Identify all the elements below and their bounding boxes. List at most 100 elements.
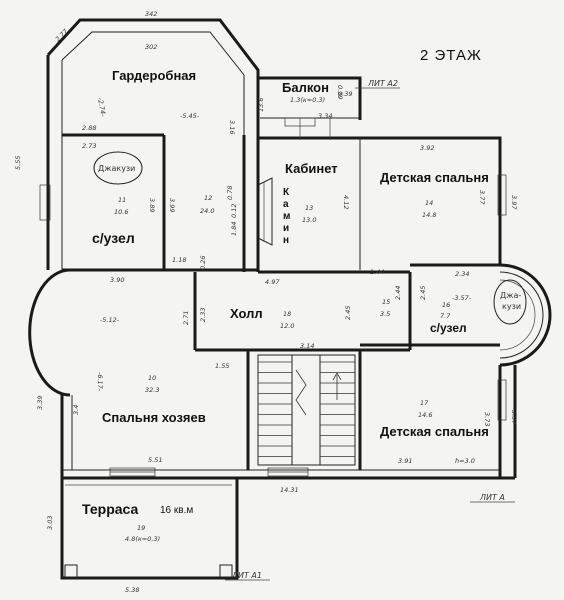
small15-num: 15 [382, 298, 390, 306]
wc2-dim: -3.57- [452, 294, 472, 302]
room-kids1-name: Детская спальня [380, 170, 489, 185]
dim-184: 1.84 [230, 222, 238, 236]
dim-271: 2.71 [182, 311, 190, 325]
dim-136: 13.6 [257, 98, 265, 112]
dim-397b: 3.97 [510, 410, 518, 425]
dim-1431: 14.31 [280, 486, 299, 494]
kids1-num: 14 [425, 199, 433, 207]
wardrobe-area: 24.0 [200, 207, 214, 215]
room-cabinet-name: Кабинет [285, 161, 338, 176]
room-wc2-name: с/узел [430, 321, 467, 335]
dim-397: 3.97 [510, 195, 518, 210]
dim-288: 2.88 [82, 124, 96, 132]
wardrobe-num: 12 [204, 194, 212, 202]
fireplace-label: К а м и н [283, 187, 290, 246]
terrace-size: 16 кв.м [160, 505, 193, 516]
dim-377: 3.77 [478, 190, 486, 205]
dim-390: 3.90 [110, 276, 124, 284]
room-wardrobe-name: Гардеробная [112, 68, 196, 83]
dim-244: 2.44 [394, 286, 402, 300]
balcony-sub: 1.3(к=0.3) [290, 96, 325, 104]
dim-34: 3.4 [72, 405, 80, 415]
kids2-area: 14.6 [418, 411, 432, 419]
room-kids2-name: Детская спальня [380, 424, 489, 439]
window-marks [39, 117, 507, 477]
jacuzzi2-line2: кузи [502, 302, 521, 311]
wc2-num: 16 [442, 301, 450, 309]
master-area: 32.3 [145, 386, 159, 394]
dim-334: 3.34 [318, 112, 332, 120]
dim-245b: 2.45 [344, 306, 352, 320]
dim-118: 1.18 [172, 256, 186, 264]
interior-walls [62, 133, 500, 470]
dim-012: 0.12 [230, 204, 238, 218]
dim-399: 3.99 [168, 198, 176, 212]
cabinet-num: 13 [305, 204, 313, 212]
dim-538: 5.38 [125, 586, 139, 594]
dim-314: 3.14 [300, 342, 314, 350]
terrace-area: 4.8(к=0.3) [125, 535, 160, 543]
dim-078: 0.78 [226, 186, 234, 200]
wc1-area: 10.6 [114, 208, 128, 216]
room-balcony-name: Балкон [282, 80, 329, 95]
wc1-num: 11 [118, 196, 126, 204]
fireplace-letter-2: а [283, 199, 289, 210]
stairs-arrow-head [332, 372, 342, 381]
dim-302: 302 [145, 43, 157, 51]
fireplace-letter-5: н [283, 235, 289, 246]
dim-273: 2.73 [82, 142, 96, 150]
jacuzzi1-name: Джакузи [98, 164, 135, 173]
master-dim1: -5.12- [100, 316, 120, 324]
dim-303: 3.03 [46, 516, 54, 530]
dim-551: 5.51 [148, 456, 162, 464]
dim-316: 3.16 [228, 120, 236, 134]
jacuzzi-tub-1 [93, 151, 143, 185]
hall-num: 18 [283, 310, 291, 318]
cabinet-area: 13.0 [302, 216, 316, 224]
dim-155: 1.55 [215, 362, 229, 370]
dim-342: 342 [145, 10, 157, 18]
dimension-labels: 342 302 2.77 5.55 2.88 2.73 3.89 3.99 3.… [14, 10, 518, 594]
fireplace-letter-3: м [283, 211, 290, 222]
room-hall-name: Холл [230, 306, 263, 321]
small15-area: 3.5 [380, 310, 390, 318]
fireplace-symbol [257, 177, 273, 246]
dim-389: 3.89 [148, 198, 156, 212]
staircase [257, 354, 356, 466]
master-dim2: -6.17- [96, 372, 104, 392]
wardrobe-dim2: -5.45- [180, 112, 200, 120]
dim-391: 3.91 [398, 457, 412, 465]
fireplace-letter-4: и [283, 223, 289, 234]
stairs-frame [257, 354, 356, 466]
dim-412: 4.12 [342, 195, 350, 209]
dim-555: 5.55 [14, 156, 22, 170]
jacuzzi-tub-2 [493, 279, 527, 325]
room-master-name: Спальня хозяев [102, 410, 206, 425]
stairs-arrow-zigzag [295, 369, 307, 416]
kids2-height: h=3.0 [455, 457, 475, 465]
dim-339: 3.39 [36, 396, 44, 410]
outer-walls [28, 18, 552, 480]
kids2-num: 17 [420, 399, 429, 407]
label-lit-a1: ЛИТ А1 [231, 571, 262, 580]
dim-245: 2.45 [419, 286, 427, 300]
label-lit-a2: ЛИТ А2 [367, 79, 398, 88]
dim-039b: 0.39 [338, 90, 352, 98]
master-num: 10 [148, 374, 156, 382]
dim-026: 0.26 [199, 256, 207, 270]
room-terrace-name: Терраса [82, 501, 138, 517]
room-wc1-name: с/узел [92, 230, 135, 246]
dim-392: 3.92 [420, 144, 434, 152]
dim-039: 0.39 [336, 85, 344, 99]
terrace-outline [60, 476, 239, 580]
wc2-area: 7.7 [440, 312, 451, 320]
floor-title: 2 ЭТАЖ [420, 47, 482, 64]
wardrobe-dim1: -2.74- [96, 97, 107, 118]
dim-233: 2.33 [199, 308, 207, 322]
dim-234: 2.34 [455, 270, 469, 278]
dim-144: 1.44 [370, 268, 384, 276]
dim-373: 3.73 [483, 412, 491, 426]
terrace-num: 19 [137, 524, 145, 532]
